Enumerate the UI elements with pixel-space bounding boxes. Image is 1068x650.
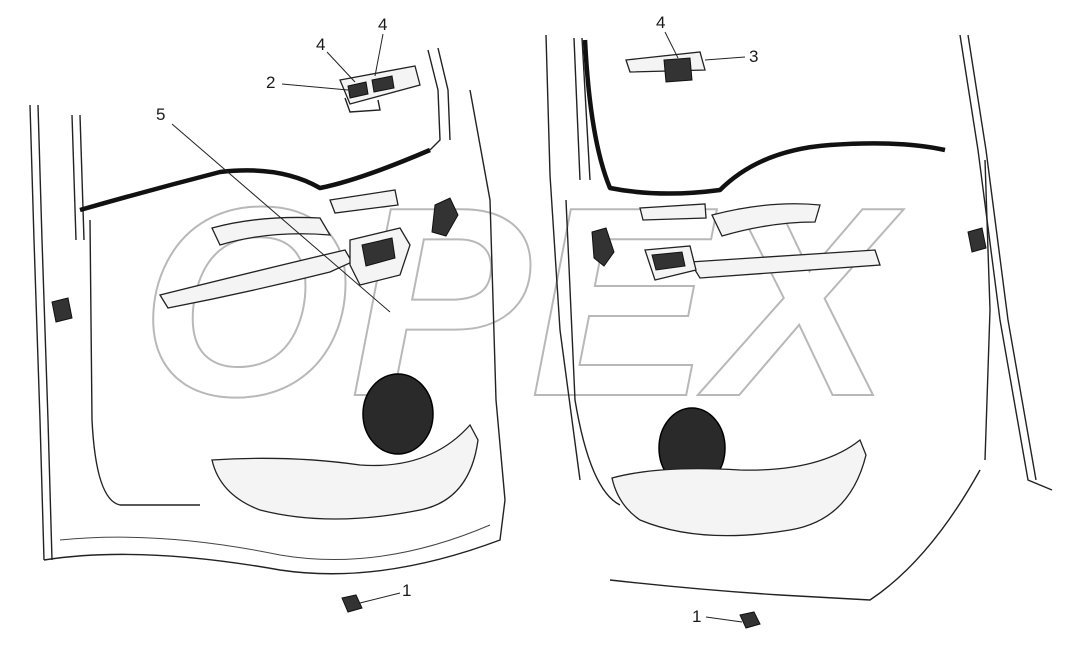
left-door-latch (51, 297, 73, 323)
left-switch-button-a (347, 81, 369, 99)
right-window-seal (582, 39, 946, 196)
left-inner-handle-grip (361, 237, 396, 267)
right-switch-bezel (639, 203, 707, 221)
callout-label: 2 (266, 73, 275, 92)
left-speaker-grille (362, 373, 434, 455)
right-door-panel (545, 34, 1053, 629)
callout-label: 4 (316, 35, 325, 54)
right-inner-handle-grip (651, 251, 686, 271)
left-switch-bezel (329, 189, 399, 214)
callout-label: 1 (692, 607, 701, 626)
right-switch-button (663, 57, 693, 83)
callout-label: 3 (749, 47, 758, 66)
right-armrest (688, 249, 881, 279)
right-pull-handle (711, 203, 821, 237)
right-lock-knob (591, 227, 615, 267)
left-lock-knob (431, 197, 459, 237)
callout-label: 4 (378, 15, 387, 34)
left-map-pocket (211, 423, 479, 520)
callout-label: 4 (656, 13, 665, 32)
left-window-seal (79, 147, 431, 213)
callout-label: 5 (156, 105, 165, 124)
right-map-pocket (611, 438, 867, 537)
left-pull-handle (211, 216, 332, 246)
right-door-latch (967, 227, 987, 253)
leader-lines (171, 31, 746, 623)
left-switch-button-b (371, 75, 395, 93)
left-clip-part (341, 594, 363, 613)
watermark-text: OPEX (140, 152, 904, 453)
left-door-panel (29, 47, 506, 613)
right-clip-part (739, 611, 761, 629)
callout-label: 1 (402, 581, 411, 600)
